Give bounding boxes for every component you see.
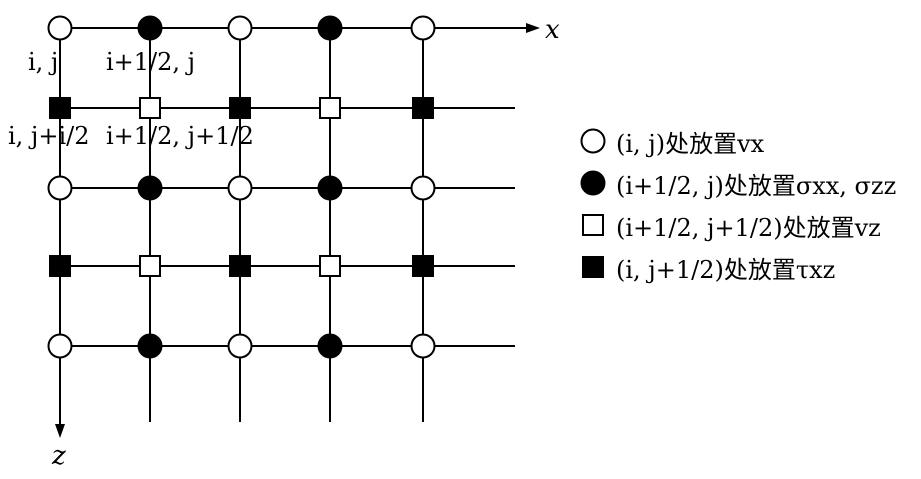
legend-item-vx: (i, j)处放置vx bbox=[578, 120, 918, 162]
z-axis-arrow-icon bbox=[55, 424, 65, 438]
node-open-circle bbox=[227, 175, 253, 201]
node-labels: i, j i+1/2, j i, j+i/2 i+1/2, j+1/2 x z bbox=[8, 15, 560, 471]
legend-text-sigma: (i+1/2, j)处放置σxx, σzz bbox=[616, 171, 897, 200]
node-filled-circle bbox=[317, 333, 343, 359]
node-open-circle bbox=[227, 333, 253, 359]
node-open-circle bbox=[47, 15, 73, 41]
node-open-circle bbox=[410, 175, 436, 201]
grid-lines bbox=[60, 28, 515, 422]
z-axis-label: z bbox=[51, 441, 66, 471]
filled-square-marker-icon bbox=[582, 256, 604, 278]
filled-circle-marker-icon bbox=[580, 170, 606, 196]
label-node-ij: i, j bbox=[28, 48, 58, 76]
node-open-circle bbox=[47, 333, 73, 359]
label-node-i-half-j: i+1/2, j bbox=[106, 48, 195, 76]
node-filled-square bbox=[412, 255, 434, 277]
legend-item-tau: (i, j+1/2)处放置τxz bbox=[578, 246, 918, 288]
node-filled-circle bbox=[317, 15, 343, 41]
label-node-i-half-j-half: i+1/2, j+1/2 bbox=[106, 122, 254, 150]
legend-text-tau: (i, j+1/2)处放置τxz bbox=[616, 255, 836, 284]
legend-text-vx: (i, j)处放置vx bbox=[616, 129, 765, 158]
legend: (i, j)处放置vx (i+1/2, j)处放置σxx, σzz (i+1/2… bbox=[578, 120, 918, 288]
x-axis-arrow-icon bbox=[526, 23, 540, 33]
node-open-circle bbox=[227, 15, 253, 41]
node-filled-circle bbox=[317, 175, 343, 201]
node-open-circle bbox=[410, 333, 436, 359]
node-filled-square bbox=[49, 97, 71, 119]
node-open-square bbox=[319, 97, 341, 119]
node-open-square bbox=[319, 255, 341, 277]
node-filled-square bbox=[412, 97, 434, 119]
legend-item-sigma: (i+1/2, j)处放置σxx, σzz bbox=[578, 162, 918, 204]
open-circle-marker-icon bbox=[580, 128, 606, 154]
node-open-circle bbox=[47, 175, 73, 201]
axes bbox=[55, 23, 540, 438]
node-filled-circle bbox=[137, 175, 163, 201]
node-filled-square bbox=[229, 97, 251, 119]
node-open-square bbox=[139, 97, 161, 119]
node-open-circle bbox=[410, 15, 436, 41]
node-filled-square bbox=[229, 255, 251, 277]
open-square-marker-icon bbox=[582, 214, 604, 236]
grid-nodes bbox=[47, 15, 436, 359]
legend-item-vz: (i+1/2, j+1/2)处放置vz bbox=[578, 204, 918, 246]
x-axis-label: x bbox=[545, 15, 560, 45]
node-filled-circle bbox=[137, 333, 163, 359]
node-open-square bbox=[139, 255, 161, 277]
node-filled-square bbox=[49, 255, 71, 277]
legend-text-vz: (i+1/2, j+1/2)处放置vz bbox=[616, 213, 881, 242]
node-filled-circle bbox=[137, 15, 163, 41]
label-node-ij-half: i, j+i/2 bbox=[8, 122, 90, 150]
